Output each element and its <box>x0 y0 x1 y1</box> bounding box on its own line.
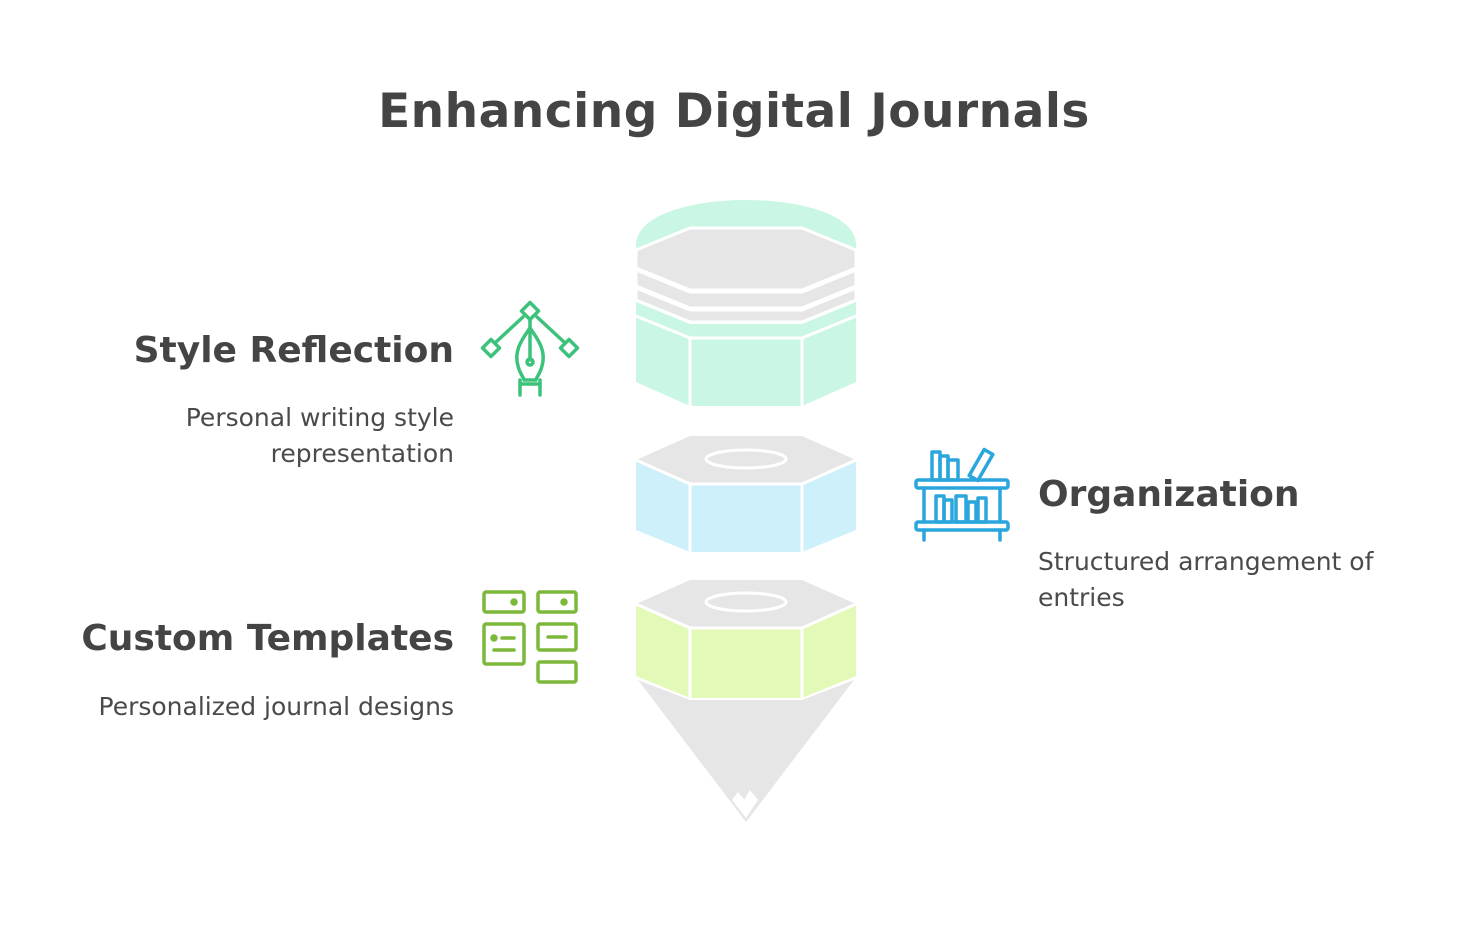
custom-templates-description: Personalized journal designs <box>98 692 454 721</box>
organization-heading: Organization <box>1038 474 1300 515</box>
pencil-tip <box>638 680 854 822</box>
pencil-eraser-segment <box>634 200 858 406</box>
pencil-lower-segment <box>635 580 857 698</box>
style-reflection-description: Personal writing style representation <box>185 403 454 468</box>
pen-tool-icon <box>480 300 580 397</box>
template-grid-icon <box>482 590 578 684</box>
bookshelf-icon <box>914 447 1010 542</box>
organization-description: Structured arrangement of entries <box>1038 547 1374 612</box>
style-reflection-heading: Style Reflection <box>133 330 454 371</box>
diagram-title: Enhancing Digital Journals <box>378 84 1090 139</box>
custom-templates-heading: Custom Templates <box>81 618 454 659</box>
pencil-middle-segment <box>635 436 857 552</box>
